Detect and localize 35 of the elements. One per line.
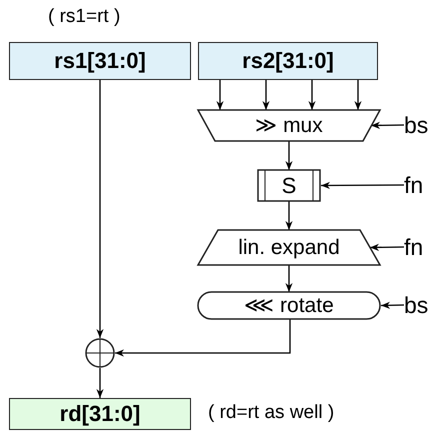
signal-label: fn — [404, 232, 440, 262]
operation-label: S — [282, 172, 296, 198]
register-box — [198, 42, 378, 80]
register-label: rs1[31:0] — [54, 48, 146, 74]
arrow — [285, 141, 293, 170]
arrow — [285, 265, 293, 292]
process-box — [258, 170, 320, 201]
arrow — [321, 182, 404, 190]
signal-label: bs — [404, 290, 440, 320]
arrow — [371, 122, 404, 129]
arrow — [354, 80, 362, 110]
arrow — [96, 368, 104, 398]
operation-label: ≫ mux — [255, 113, 323, 138]
note-text: ( rs1=rt ) — [48, 6, 120, 28]
arrow — [308, 80, 316, 110]
arrow — [216, 80, 224, 110]
operation-label: lin. expand — [238, 236, 340, 260]
mux-trapezoid — [198, 110, 380, 141]
note-text: ( rd=rt as well ) — [208, 402, 334, 424]
operation-label: ⋘ rotate — [244, 293, 334, 318]
arrow — [115, 319, 291, 357]
register-label: rs2[31:0] — [242, 48, 334, 74]
register-box — [9, 42, 191, 80]
arrow — [262, 80, 270, 110]
xor-circle — [85, 338, 115, 368]
arrow — [285, 201, 293, 230]
signal-label: fn — [404, 170, 440, 200]
expand-trapezoid — [198, 230, 380, 265]
signal-label: bs — [404, 110, 440, 140]
register-label: rd[31:0] — [60, 401, 140, 427]
rotate-pill — [198, 292, 380, 319]
arrow — [380, 302, 404, 309]
arrow — [96, 80, 104, 338]
register-box — [9, 398, 191, 430]
arrow — [370, 244, 404, 251]
